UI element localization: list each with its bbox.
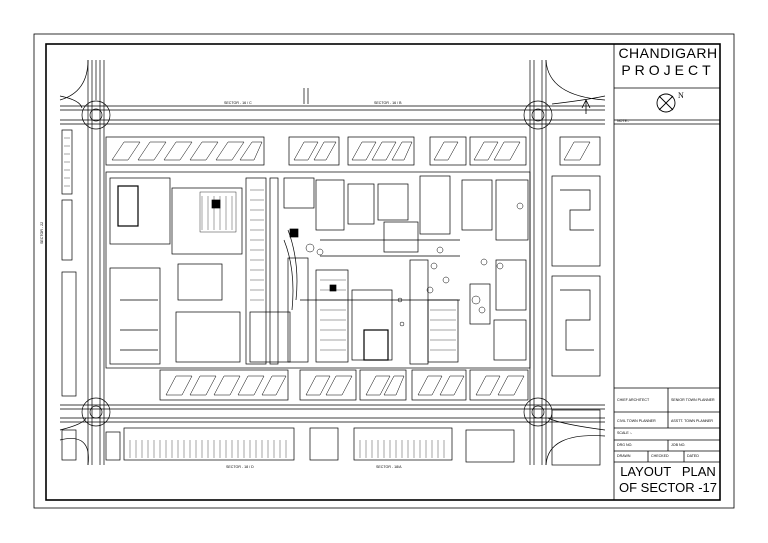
- roundabout-nw: [81, 100, 111, 130]
- road-left: [87, 60, 105, 465]
- notes-label: NOTE:-: [617, 119, 630, 123]
- inner-border: [45, 43, 721, 501]
- parking-bottom: [159, 369, 529, 401]
- label-sector-18d: SECTOR - 18 / D: [226, 465, 254, 469]
- job-no-label: JOB NO.: [671, 443, 686, 447]
- site-plan: [59, 59, 606, 466]
- east-blocks: [551, 175, 601, 466]
- roundabout-ne: [523, 100, 553, 130]
- asstt-town-planner-label: ASSTT. TOWN PLANNER: [671, 419, 714, 423]
- dated-label: DATED: [687, 454, 699, 458]
- label-sector-18a: SECTOR - 18/A: [376, 465, 402, 469]
- scale-label: SCALE :-: [617, 431, 632, 435]
- parking-top: [105, 136, 601, 166]
- senior-town-planner-label: SENIOR TOWN PLANNER: [671, 398, 715, 402]
- road-bottom: [60, 404, 605, 423]
- south-blocks: [105, 427, 515, 463]
- project-title-line1: CHANDIGARH: [618, 45, 718, 61]
- project-title-line2: PROJECT: [621, 62, 715, 78]
- civil-town-planner-label: CIVIL TOWN PLANNER: [617, 419, 656, 423]
- compass-icon: [656, 93, 676, 113]
- drg-no-label: DRG NO.: [617, 443, 633, 447]
- label-sector-22: SECTOR - 22: [40, 221, 44, 244]
- road-top: [60, 105, 605, 125]
- label-sector-16c: SECTOR - 16 / C: [224, 101, 252, 105]
- north-label: N: [678, 91, 684, 100]
- checked-label: CHECKED: [651, 454, 669, 458]
- title-block-grid: [613, 44, 720, 500]
- central-blocks: [105, 171, 531, 369]
- outer-border: [33, 33, 735, 509]
- label-sector-16b: SECTOR - 16 / B: [374, 101, 402, 105]
- roundabout-sw: [81, 397, 111, 427]
- west-blocks: [61, 129, 77, 461]
- drawn-label: DRAWN: [617, 454, 631, 458]
- plan-title-line2: OF SECTOR -17: [618, 480, 717, 495]
- plan-title-line1: LAYOUT PLAN: [620, 464, 716, 479]
- chief-architect-label: CHIEF ARCHITECT: [617, 398, 650, 402]
